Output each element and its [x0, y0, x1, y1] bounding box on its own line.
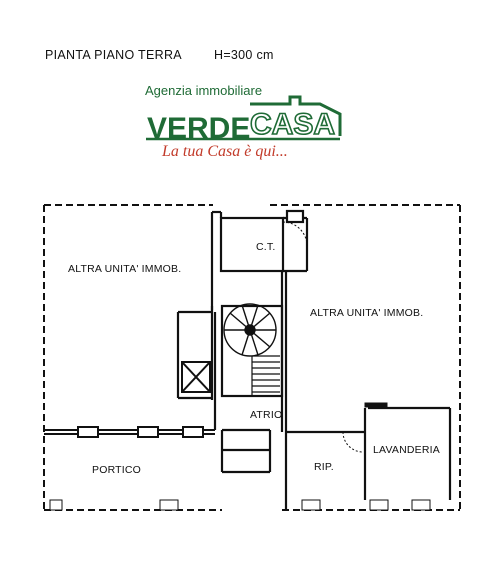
shaft-box: [181, 361, 211, 393]
logo-tagline: La tua Casa è qui...: [161, 143, 288, 160]
logo-house-roof-icon: [250, 95, 342, 136]
room-label-atrio: ATRIO: [250, 409, 282, 421]
room-label-portico: PORTICO: [92, 464, 141, 476]
spiral-stair-icon: [223, 303, 277, 357]
room-label-ct: C.T.: [256, 241, 275, 253]
stair-treads: [251, 355, 280, 396]
logo-word-casa: CASA: [250, 108, 335, 141]
verde-casa-logo: Agenzia immobiliare VERDE CASA La tua Ca…: [145, 83, 342, 160]
plan-title: PIANTA PIANO TERRA: [45, 48, 182, 62]
room-label-rip: RIP.: [314, 461, 334, 473]
room-label-lavanderia: LAVANDERIA: [373, 444, 440, 456]
portico-wall: [44, 426, 215, 438]
door-swings: [282, 221, 364, 453]
logo-top-line: Agenzia immobiliare: [145, 83, 262, 98]
plan-height: H=300 cm: [214, 48, 274, 62]
wall-markers: [49, 402, 431, 511]
room-label-left-unit: ALTRA UNITA' IMMOB.: [68, 263, 181, 275]
core-walls: [176, 209, 452, 510]
room-label-right-unit: ALTRA UNITA' IMMOB.: [310, 307, 423, 319]
